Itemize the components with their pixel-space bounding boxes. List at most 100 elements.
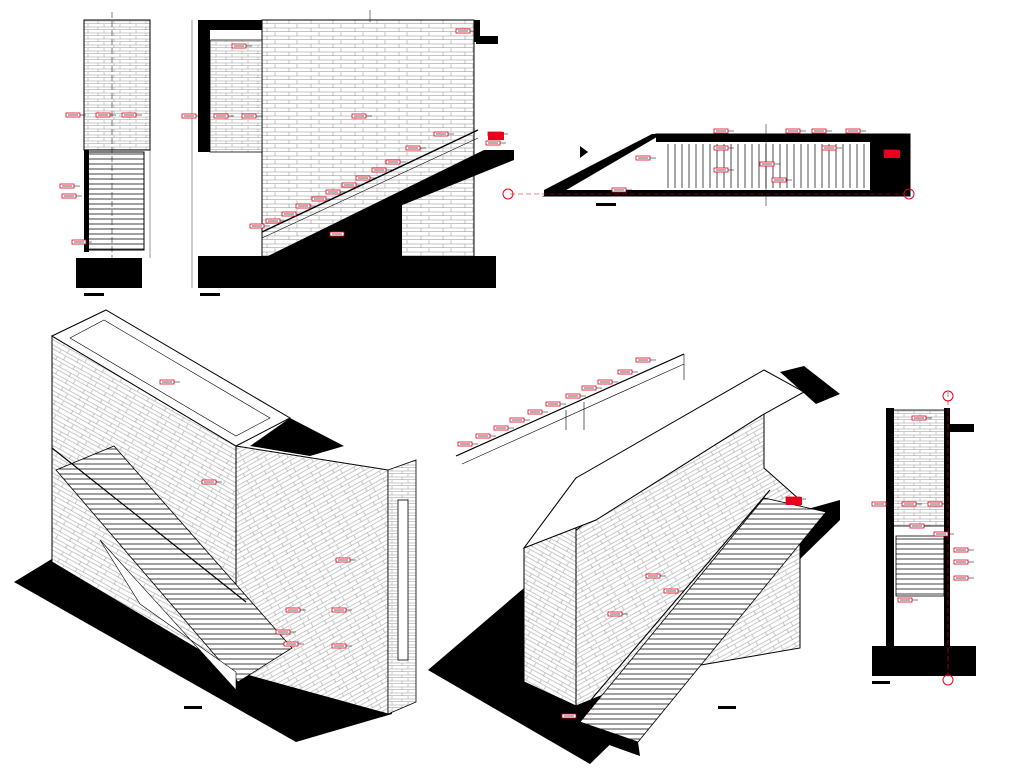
annotation-tag xyxy=(759,161,780,167)
column-left xyxy=(198,20,210,152)
annotation-tag xyxy=(635,357,656,363)
annotation-layer xyxy=(59,28,974,719)
handrail-detail xyxy=(455,353,685,465)
beam-top-right xyxy=(474,20,480,42)
annotation-tag xyxy=(475,433,496,439)
floor-slab xyxy=(76,258,142,288)
wall-brick-side xyxy=(209,39,263,153)
stair-stringer xyxy=(84,150,89,252)
annotation-tag xyxy=(335,557,356,563)
view-isometric-left xyxy=(14,309,417,742)
annotation-tag xyxy=(265,218,286,224)
annotation-highlight xyxy=(786,497,802,505)
annotation-tag xyxy=(285,607,306,613)
plan-wall-top xyxy=(656,134,910,142)
annotation-tag xyxy=(493,425,514,431)
handrail-lower xyxy=(261,137,479,239)
axis-bubble-bottom xyxy=(942,674,954,686)
annotation-tag xyxy=(607,611,628,617)
block-top xyxy=(780,366,840,404)
annotation-tag xyxy=(909,523,930,529)
annotation-tag xyxy=(509,417,530,423)
view-isometric-right xyxy=(428,366,840,764)
stair-soffit xyxy=(99,539,237,691)
annotation-tag xyxy=(283,641,304,647)
annotation-tag xyxy=(635,155,656,161)
annotation-tag xyxy=(329,231,350,237)
annotation-tag xyxy=(371,167,392,173)
stair-flight xyxy=(579,497,827,743)
handrail-lower xyxy=(461,363,685,465)
annotation-tag xyxy=(341,182,362,188)
annotation-tag xyxy=(201,479,222,485)
annotation-tag xyxy=(351,113,372,119)
annotation-tag xyxy=(275,629,296,635)
annotation-tag xyxy=(811,128,832,134)
wall-brick xyxy=(891,409,947,527)
annotation-tag xyxy=(933,531,954,537)
annotation-tag xyxy=(821,145,842,151)
annotation-tag xyxy=(181,113,202,119)
view-title-marker xyxy=(872,681,890,684)
annotation-tag xyxy=(581,385,602,391)
annotation-tag xyxy=(617,369,638,375)
annotation-tag xyxy=(159,379,180,385)
annotation-tag xyxy=(355,175,376,181)
landing-slab xyxy=(476,36,498,44)
annotation-tag xyxy=(249,223,270,229)
annotation-tag xyxy=(611,187,632,193)
support-column xyxy=(388,200,402,260)
annotation-tag xyxy=(713,167,734,173)
ground-slab xyxy=(198,256,496,288)
view-title-marker xyxy=(84,293,104,296)
annotation-tag xyxy=(295,203,316,209)
handrail xyxy=(583,489,771,709)
plan-wall-diagonal xyxy=(544,134,662,196)
annotation-tag xyxy=(213,113,234,119)
annotation-tag xyxy=(95,112,116,118)
annotation-tag xyxy=(65,112,86,118)
axis-bubble-top xyxy=(942,390,954,402)
beam-top xyxy=(198,20,262,30)
stair-side xyxy=(580,722,640,756)
column-right xyxy=(944,408,950,646)
window-slot xyxy=(397,499,409,661)
annotation-tag xyxy=(561,713,582,719)
annotation-tag xyxy=(565,393,586,399)
annotation-tag xyxy=(231,43,252,49)
stair-flight xyxy=(55,445,293,683)
stair-elevation xyxy=(895,535,945,597)
annotation-highlight xyxy=(488,132,504,140)
annotation-tag xyxy=(433,131,454,137)
annotation-tag xyxy=(71,239,92,245)
annotation-tag xyxy=(325,189,346,195)
annotation-tag xyxy=(61,193,82,199)
view-plan xyxy=(502,124,915,206)
annotation-tag xyxy=(953,559,974,565)
axis-bubble-right xyxy=(903,188,915,200)
annotation-tag xyxy=(457,441,478,447)
column-left xyxy=(886,408,894,646)
annotation-tag xyxy=(785,128,806,134)
annotation-tag xyxy=(911,415,932,421)
annotation-tag xyxy=(901,501,922,507)
north-arrow-icon xyxy=(580,146,588,158)
annotation-tag xyxy=(121,112,142,118)
view-title-marker xyxy=(200,293,220,296)
annotation-tag xyxy=(385,159,406,165)
beam-top-right xyxy=(950,424,974,432)
axis-bubble-left xyxy=(502,188,514,200)
plan-wall-bottom xyxy=(544,190,910,196)
annotation-tag xyxy=(871,501,892,507)
view-section-narrow xyxy=(76,12,151,296)
annotation-tag xyxy=(455,28,476,34)
annotation-tag xyxy=(663,588,684,594)
annotation-tag xyxy=(545,401,566,407)
annotation-tag xyxy=(281,211,302,217)
annotation-tag xyxy=(485,140,506,146)
annotation-tag xyxy=(405,145,426,151)
annotation-tag xyxy=(331,643,352,649)
annotation-tag xyxy=(645,573,666,579)
wall-side xyxy=(235,445,389,715)
